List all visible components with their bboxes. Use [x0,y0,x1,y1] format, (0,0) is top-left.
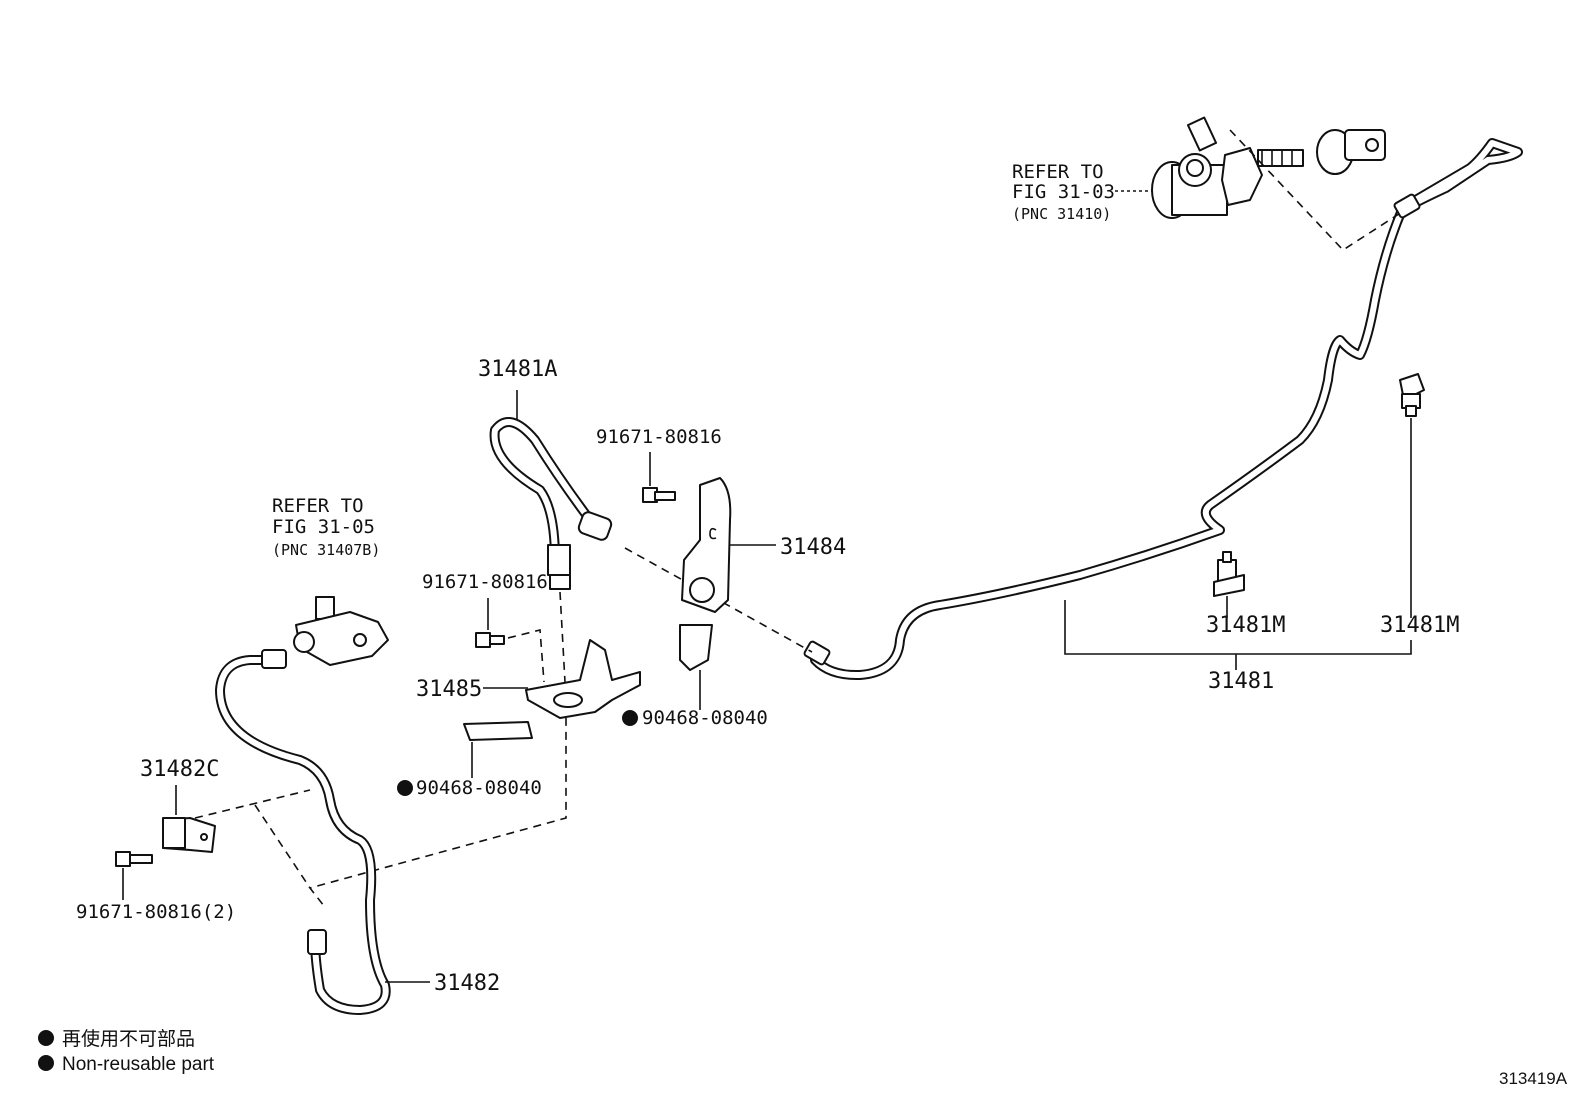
part-label-90468-08040-a: 90468-08040 [642,707,768,729]
clip-icon[interactable] [679,624,713,671]
clamp-31482C-icon[interactable] [162,817,216,853]
non-reusable-dot-b [397,780,413,796]
clutch-tube-31482[interactable] [215,649,391,1015]
clamp-31481M-icon-2[interactable] [1399,373,1425,417]
part-label-31484: 31484 [780,535,846,560]
ref-dash-31482C [194,789,311,889]
legend-dot-en [38,1055,54,1071]
part-label-91671-80816-a: 91671-80816 [596,426,722,448]
ref-fig31-03-line3: (PNC 31410) [1012,205,1111,223]
ref-fig31-03-line1: REFER TO [1012,161,1104,183]
figure-code: 313419A [1499,1069,1568,1088]
legend-dot-jp [38,1030,54,1046]
ref-dash-bolt-b [507,628,545,683]
part-label-91671-80816-c: 91671-80816(2) [76,901,236,923]
ref-dash-master-cylinder [1229,129,1403,252]
release-cylinder-fitting-icon [293,596,389,666]
ref-dash-hose-down [308,591,567,907]
part-label-31482C: 31482C [140,757,219,782]
legend-text-jp: 再使用不可部品 [62,1028,195,1050]
part-label-31481M-b: 31481M [1380,613,1459,638]
flexible-hose-31481A[interactable] [489,417,613,590]
bracket-31484-icon[interactable] [681,477,732,613]
part-label-31481A: 31481A [478,357,557,382]
part-label-31482: 31482 [434,971,500,996]
bolt-icon-2[interactable] [475,632,505,648]
bolt-icon-3[interactable] [115,851,153,867]
part-label-91671-80816-b: 91671-80816 [422,571,548,593]
part-label-90468-08040-b: 90468-08040 [416,777,542,799]
part-label-31481M-a: 31481M [1206,613,1285,638]
part-label-31485: 31485 [416,677,482,702]
clamp-31481M-icon[interactable] [1213,551,1245,597]
leader-31481-bracket [1064,600,1412,655]
clutch-tube-31481[interactable] [803,138,1523,681]
non-reusable-dot-a [622,710,638,726]
ref-fig31-03-line2: FIG 31-03 [1012,181,1115,203]
legend-text-en: Non-reusable part [62,1054,215,1075]
ref-dash-hose [624,547,813,653]
master-cylinder-icon [1151,116,1386,219]
bolt-icon[interactable] [642,487,676,503]
ref-fig31-05-line2: FIG 31-05 [272,516,375,538]
part-label-31481: 31481 [1208,669,1274,694]
clip-icon-2[interactable] [463,721,533,741]
bracket-31485-icon[interactable] [525,639,641,719]
ref-fig31-05-line1: REFER TO [272,495,364,517]
ref-fig31-05-line3: (PNC 31407B) [272,541,380,559]
